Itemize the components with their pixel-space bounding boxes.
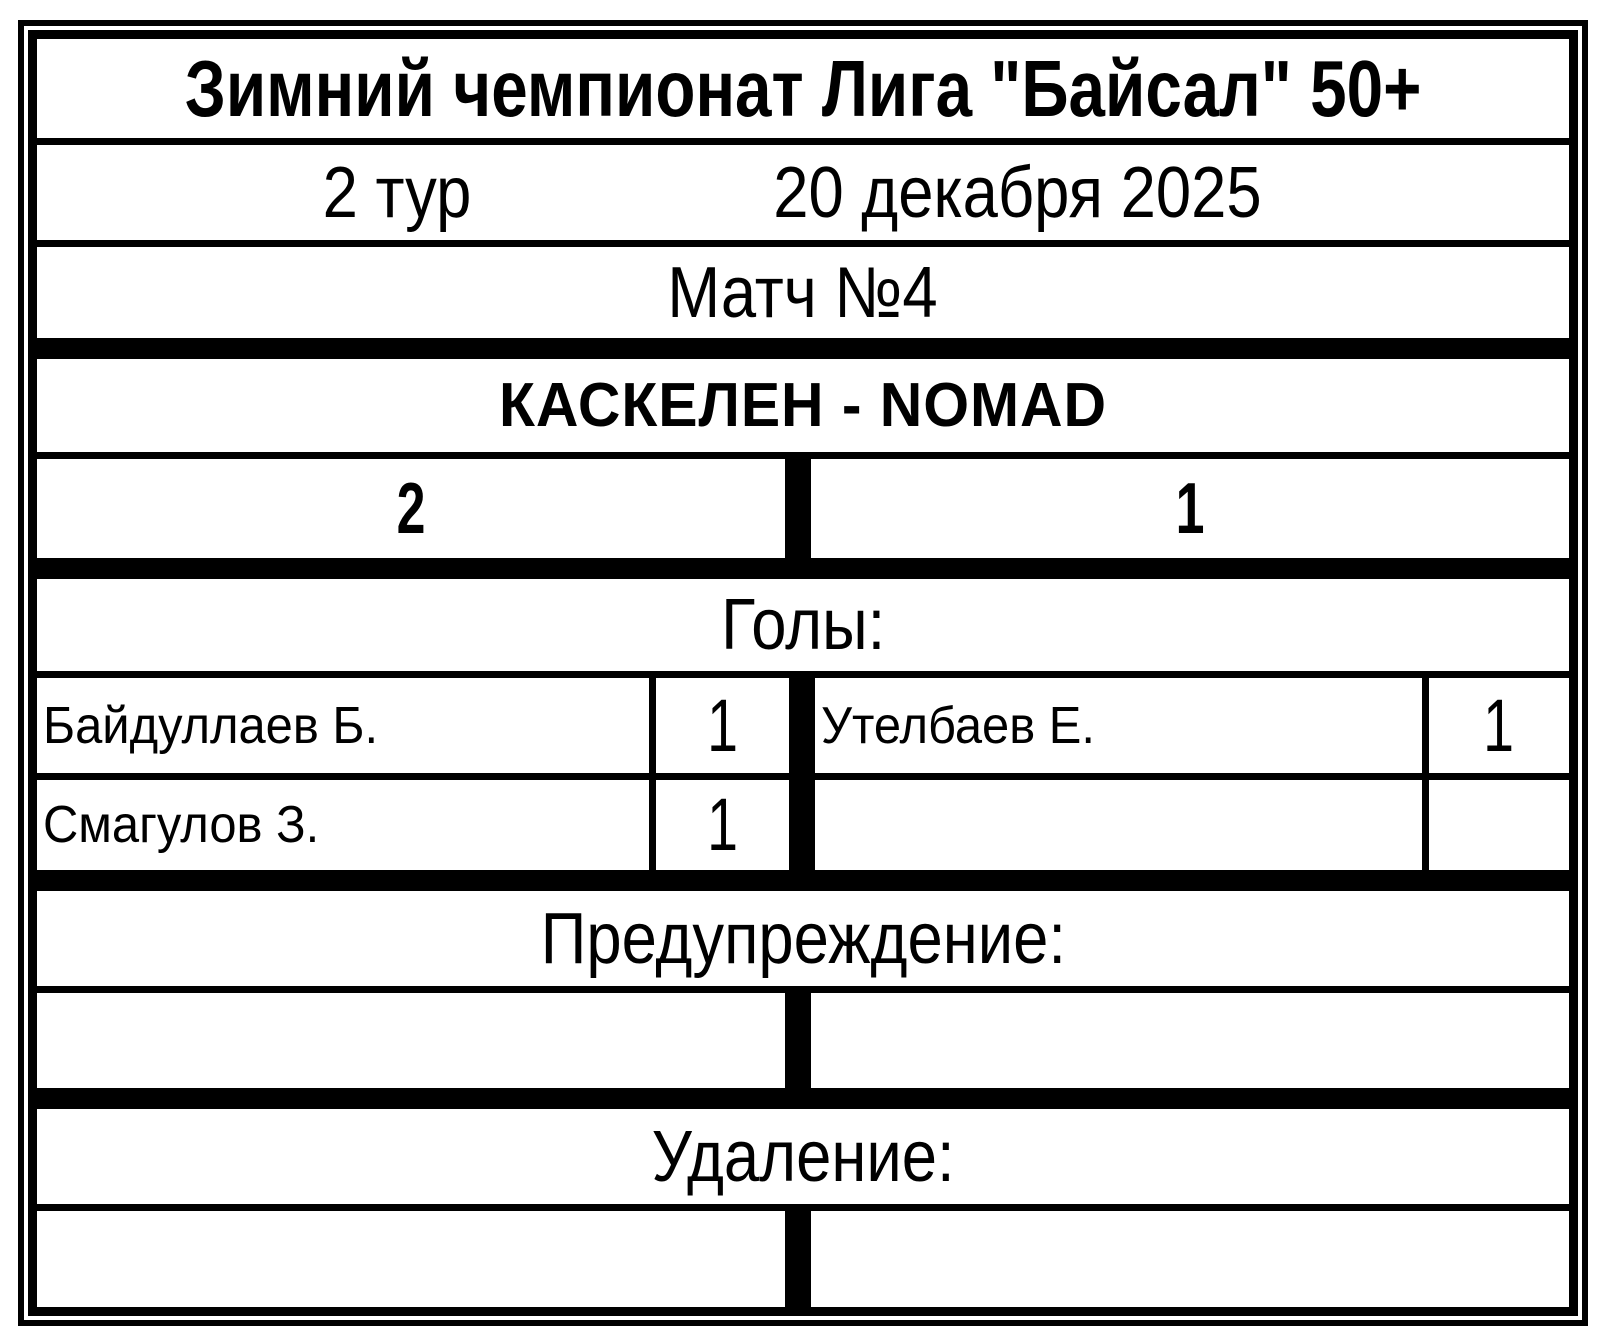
warnings-row <box>37 993 1569 1088</box>
row-divider <box>37 240 1569 247</box>
away-goal-player: Утелбаев Е. <box>821 696 1095 755</box>
match-protocol-table: Зимний чемпионат Лига "Байсал" 50+ 2 тур… <box>28 30 1578 1316</box>
row-divider <box>37 452 1569 459</box>
away-goal-player-cell: Утелбаев Е. <box>815 678 1422 773</box>
row-divider <box>37 671 1569 678</box>
section-bar <box>37 558 1569 579</box>
match-number-label: Матч №4 <box>667 252 939 333</box>
away-goal-count-cell <box>1429 780 1569 870</box>
warnings-away-cell <box>811 993 1569 1088</box>
protocol-sheet-frame: Зимний чемпионат Лига "Байсал" 50+ 2 тур… <box>18 20 1588 1326</box>
score-row: 2 1 <box>37 459 1569 558</box>
away-goal-player-cell <box>815 780 1422 870</box>
section-bar <box>37 338 1569 359</box>
round-label: 2 тур <box>322 152 472 233</box>
date-label: 20 декабря 2025 <box>773 152 1262 233</box>
away-goal-count-cell: 1 <box>1429 678 1569 773</box>
ejections-header-row: Удаление: <box>37 1109 1569 1204</box>
ejections-away-cell <box>811 1211 1569 1307</box>
warnings-header-row: Предупреждение: <box>37 891 1569 986</box>
home-goal-count: 1 <box>707 683 738 767</box>
ejections-row <box>37 1211 1569 1307</box>
goals-table: Байдуллаев Б. 1 Утелбаев Е. 1 Смагулов З… <box>37 678 1569 870</box>
round-date-row: 2 тур 20 декабря 2025 <box>37 145 1569 240</box>
ejections-section-title: Удаление: <box>651 1116 955 1197</box>
warnings-section-title: Предупреждение: <box>540 898 1066 979</box>
home-goal-player: Байдуллаев Б. <box>43 696 379 755</box>
teams-row: КАСКЕЛЕН - NOMAD <box>37 359 1569 452</box>
away-score: 1 <box>1175 468 1205 549</box>
home-goal-player: Смагулов З. <box>43 796 320 854</box>
section-bar <box>37 1088 1569 1109</box>
title-row: Зимний чемпионат Лига "Байсал" 50+ <box>37 39 1569 138</box>
away-score-cell: 1 <box>811 459 1569 558</box>
section-bar <box>37 870 1569 891</box>
warnings-home-cell <box>37 993 785 1088</box>
home-goal-count-cell: 1 <box>656 780 789 870</box>
home-goal-count-cell: 1 <box>656 678 789 773</box>
match-number-row: Матч №4 <box>37 247 1569 338</box>
away-goal-count: 1 <box>1483 683 1515 767</box>
tournament-title: Зимний чемпионат Лига "Байсал" 50+ <box>184 43 1422 133</box>
row-divider <box>37 138 1569 145</box>
ejections-home-cell <box>37 1211 785 1307</box>
row-divider <box>37 986 1569 993</box>
goals-section-title: Голы: <box>720 585 886 665</box>
teams-line: КАСКЕЛЕН - NOMAD <box>499 370 1107 440</box>
home-goal-count: 1 <box>707 783 738 866</box>
row-divider <box>37 1204 1569 1211</box>
goals-header-row: Голы: <box>37 579 1569 671</box>
home-goal-player-cell: Смагулов З. <box>37 780 649 870</box>
home-goal-player-cell: Байдуллаев Б. <box>37 678 649 773</box>
home-score-cell: 2 <box>37 459 785 558</box>
home-score: 2 <box>396 468 426 549</box>
